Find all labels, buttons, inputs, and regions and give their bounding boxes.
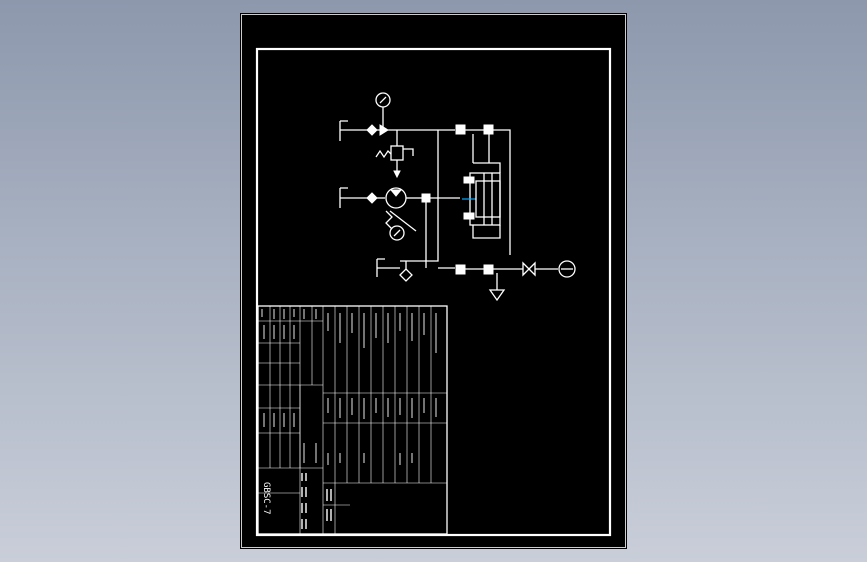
pressure-gauge-icon: [389, 225, 405, 241]
gate-valve-icon: [522, 261, 536, 277]
drawing-code: GBSC-7: [261, 482, 271, 515]
hydraulic-schematic: GBSC-7: [241, 14, 626, 548]
check-valve-icon: [366, 124, 378, 136]
drawing-sheet: GBSC-7: [240, 13, 627, 549]
pressure-gauge-icon: [375, 92, 391, 130]
tank-icon: [558, 260, 576, 278]
circuit: [339, 92, 576, 302]
reservoir-icon: [339, 120, 348, 141]
pump-icon: [385, 187, 417, 232]
inner-frame: [255, 47, 612, 537]
filter-icon: [399, 261, 413, 282]
title-block: GBSC-7: [257, 305, 448, 535]
cylinder-icon: [462, 162, 501, 239]
relief-valve-icon: [375, 130, 414, 179]
outer-border: [241, 14, 626, 548]
